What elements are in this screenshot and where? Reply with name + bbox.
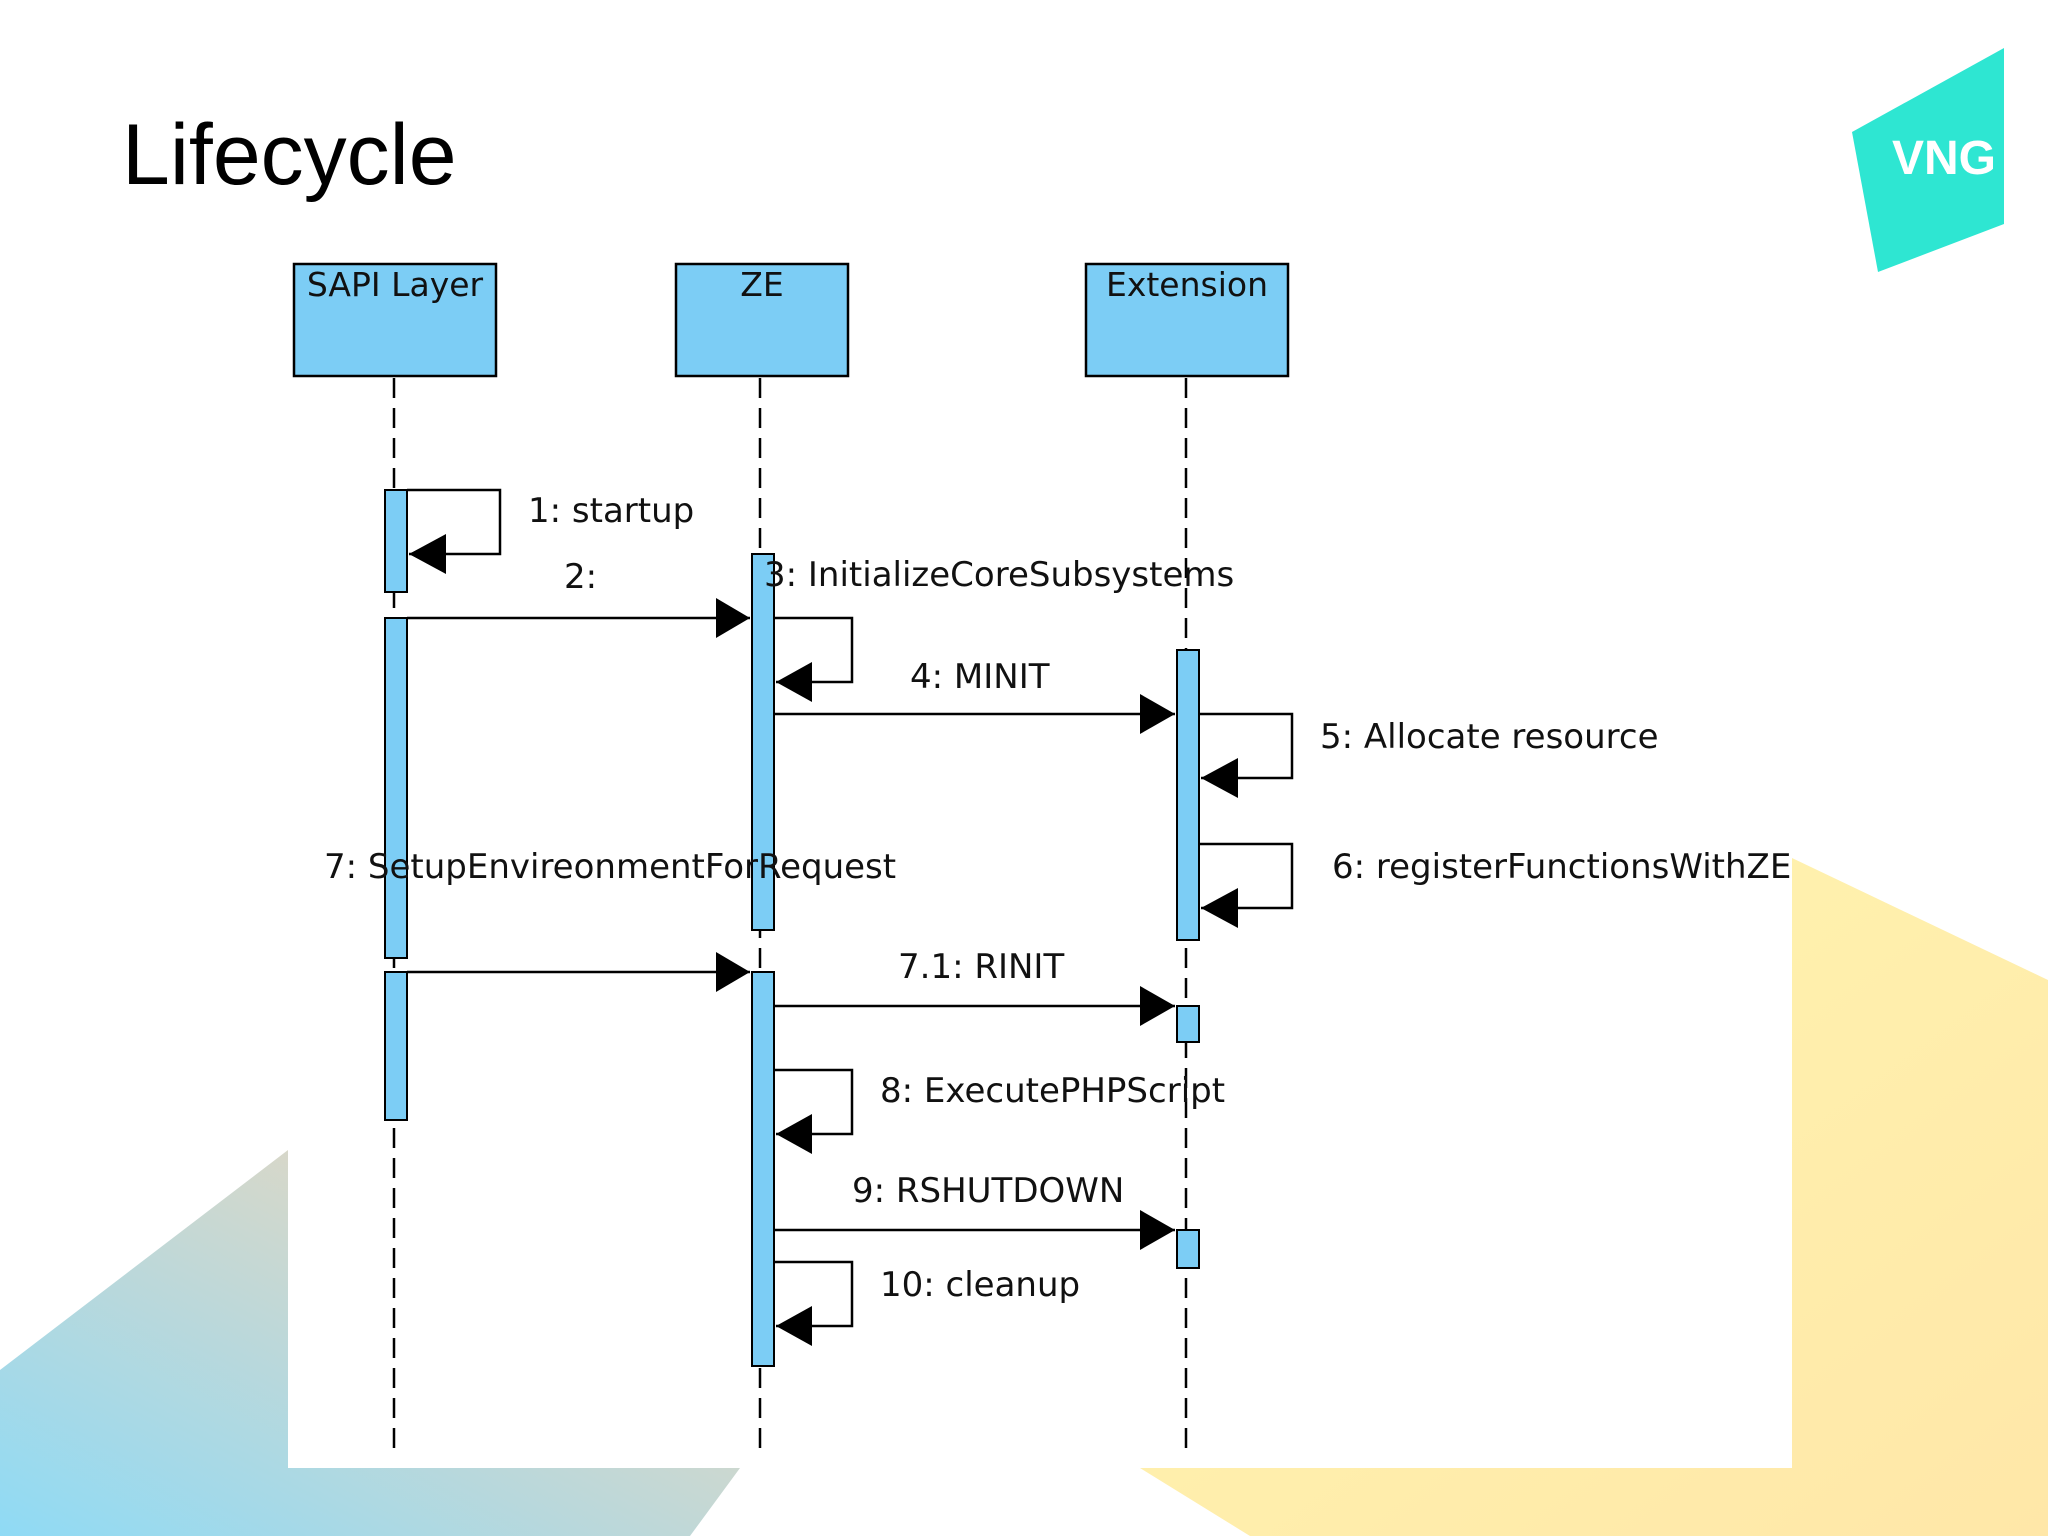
activation-ze-1 xyxy=(751,553,775,931)
message-label: 6: registerFunctionsWithZE xyxy=(1332,847,1791,887)
participant-label: ZE xyxy=(740,265,783,304)
message-label: 8: ExecutePHPScript xyxy=(880,1071,1225,1111)
bg-shape-left xyxy=(0,1150,740,1536)
message-label: 7.1: RINIT xyxy=(898,947,1064,987)
message-10-cleanup: 10: cleanup xyxy=(774,1260,1080,1346)
message-6-register-functions: 6: registerFunctionsWithZE xyxy=(1199,842,1791,928)
activation-sapi-1 xyxy=(384,489,408,593)
message-7-1-rinit: 7.1: RINIT xyxy=(774,947,1175,1026)
slide-title: Lifecycle xyxy=(122,107,457,203)
participant-label: SAPI Layer xyxy=(307,265,484,304)
participant-ze: ZE xyxy=(674,262,850,378)
activation-ext-2 xyxy=(1176,1005,1200,1043)
sequence-diagram-canvas: SAPI Layer ZE Extension 1: startup 2 xyxy=(292,262,1791,1458)
message-label: 7: SetupEnvireonmentForRequest xyxy=(324,847,896,887)
activation-ext-3 xyxy=(1176,1229,1200,1269)
message-8-execute-php-script: 8: ExecutePHPScript xyxy=(774,1068,1225,1154)
activation-ze-2 xyxy=(751,971,775,1367)
message-label: 9: RSHUTDOWN xyxy=(852,1171,1124,1211)
logo-text: VNG xyxy=(1892,132,1996,185)
message-5-allocate-resource: 5: Allocate resource xyxy=(1199,712,1659,798)
activation-sapi-2 xyxy=(384,617,408,959)
message-2: 2: xyxy=(407,557,750,638)
message-label: 4: MINIT xyxy=(910,657,1050,697)
message-1-startup: 1: startup xyxy=(407,488,694,574)
message-9-rshutdown: 9: RSHUTDOWN xyxy=(774,1171,1175,1250)
activation-ext-1 xyxy=(1176,649,1200,941)
vng-logo: VNG xyxy=(1852,48,2004,272)
message-label: 10: cleanup xyxy=(880,1265,1080,1305)
sequence-diagram: SAPI Layer ZE Extension 1: startup 2 xyxy=(288,238,1792,1468)
message-label: 1: startup xyxy=(528,491,694,531)
message-3-initialize-core-subsystems: 3: InitializeCoreSubsystems xyxy=(764,555,1234,702)
message-label: 2: xyxy=(564,557,597,597)
activation-sapi-3 xyxy=(384,971,408,1121)
participant-label: Extension xyxy=(1106,265,1268,304)
participant-extension: Extension xyxy=(1084,262,1290,378)
message-label: 3: InitializeCoreSubsystems xyxy=(764,555,1234,595)
message-label: 5: Allocate resource xyxy=(1320,717,1659,757)
message-4-minit: 4: MINIT xyxy=(774,657,1175,734)
message-7-setup-environment: 7: SetupEnvireonmentForRequest xyxy=(324,847,896,992)
participant-sapi: SAPI Layer xyxy=(292,262,498,378)
bg-shape-right xyxy=(1140,858,2048,1536)
